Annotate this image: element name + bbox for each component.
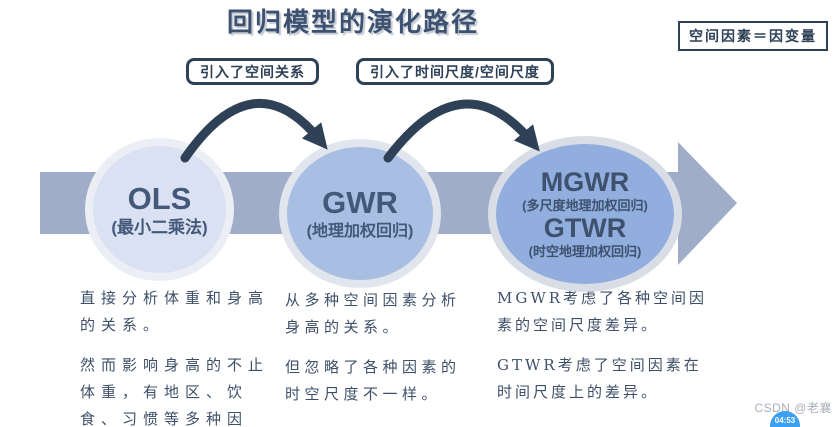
description-ols-paragraph-2: 然而影响身高的不止体重，有地区、饮食、习惯等多种因素。: [80, 356, 270, 427]
transition-label-spatial: 引入了空间关系: [186, 58, 319, 85]
node-ols-name: OLS: [127, 180, 192, 216]
csdn-watermark: CSDN @老襄: [754, 401, 832, 415]
node-ols: OLS (最小二乘法): [93, 146, 226, 273]
description-gwr-paragraph-2: 但忽略了各种因素的时空尺度不一样。: [285, 358, 461, 403]
node-gwr-subtitle: (地理加权回归): [306, 223, 414, 241]
description-ols: 直接分析体重和身高的关系。 然而影响身高的不止体重，有地区、饮食、习惯等多种因素…: [80, 285, 276, 427]
node-gtwr-subtitle: (时空地理加权回归): [528, 243, 642, 259]
description-gwr-paragraph-1: 从多种空间因素分析身高的关系。: [285, 291, 461, 336]
node-gwr-name: GWR: [322, 185, 398, 221]
node-mgwr-name: MGWR: [540, 167, 630, 198]
node-ols-subtitle: (最小二乘法): [111, 217, 208, 237]
description-mgwr-gtwr: MGWR考虑了各种空间因素的空间尺度差异。 GTWR考虑了空间因素在时间尺度上的…: [497, 285, 719, 419]
description-ols-paragraph-1: 直接分析体重和身高的关系。: [80, 289, 270, 334]
transition-label-temporal: 引入了时间尺度/空间尺度: [356, 58, 554, 85]
curved-arrow-gwr-to-mgwr: [383, 99, 540, 163]
page-title: 回归模型的演化路径: [226, 7, 480, 37]
node-mgwr-subtitle: (多尺度地理加权回归): [522, 197, 648, 213]
time-badge: 04:53: [770, 411, 800, 427]
time-badge-text: 04:53: [774, 416, 796, 425]
node-gwr: GWR (地理加权回归): [287, 147, 433, 280]
description-gwr: 从多种空间因素分析身高的关系。 但忽略了各种因素的时空尺度不一样。: [285, 287, 467, 421]
description-mgwr-paragraph: MGWR考虑了各种空间因素的空间尺度差异。: [497, 289, 708, 334]
transition-label-temporal-text: 引入了时间尺度/空间尺度: [370, 63, 540, 80]
note-box-text: 空间因素＝因变量: [689, 28, 817, 44]
node-mgwr-gtwr: MGWR (多尺度地理加权回归) GTWR (时空地理加权回归): [496, 144, 674, 284]
node-gtwr-name: GTWR: [543, 213, 627, 243]
description-gtwr-paragraph: GTWR考虑了空间因素在时间尺度上的差异。: [497, 356, 702, 401]
note-box: 空间因素＝因变量: [678, 21, 828, 51]
curved-arrow-ols-to-gwr: [180, 98, 328, 163]
transition-label-spatial-text: 引入了空间关系: [200, 63, 305, 80]
